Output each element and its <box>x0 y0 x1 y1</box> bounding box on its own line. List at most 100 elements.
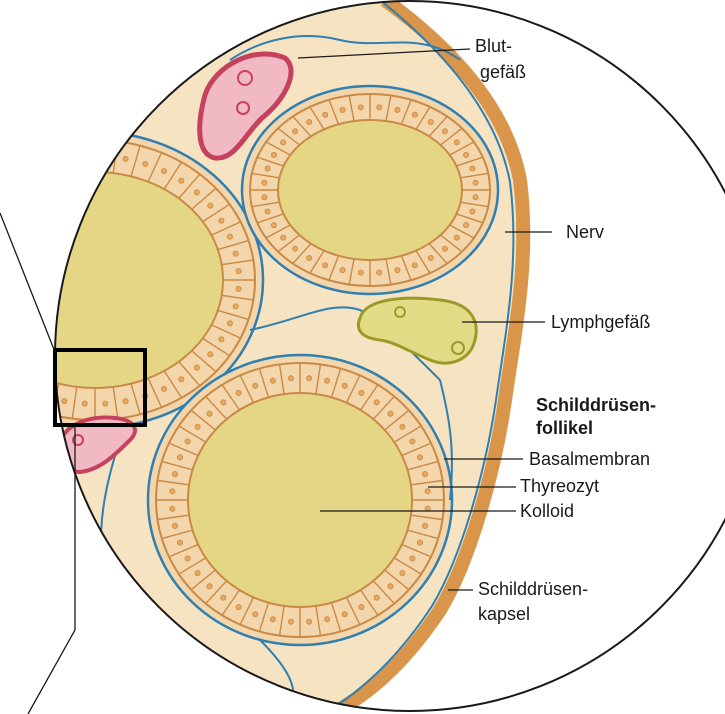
cell-nucleus <box>179 377 184 382</box>
cell-nucleus <box>194 365 199 370</box>
cell-nucleus <box>253 383 258 388</box>
cell-nucleus <box>179 178 184 183</box>
label-capsule-1: Schilddrüsen- <box>478 579 588 599</box>
cell-nucleus <box>342 612 347 617</box>
cell-nucleus <box>463 222 468 227</box>
cell-nucleus <box>185 439 190 444</box>
label-follicle-heading-1: Schilddrüsen- <box>536 395 656 415</box>
cell-nucleus <box>323 112 328 117</box>
cell-nucleus <box>422 471 427 476</box>
zoom-guide-upper <box>0 213 55 352</box>
cell-nucleus <box>470 166 475 171</box>
cell-nucleus <box>82 401 87 406</box>
cell-nucleus <box>221 400 226 405</box>
cell-nucleus <box>412 112 417 117</box>
cell-nucleus <box>170 489 175 494</box>
cell-nucleus <box>262 195 267 200</box>
cell-nucleus <box>281 140 286 145</box>
cell-nucleus <box>195 571 200 576</box>
cell-nucleus <box>123 156 128 161</box>
cell-nucleus <box>428 255 433 260</box>
cell-nucleus <box>288 619 293 624</box>
cell-nucleus <box>195 424 200 429</box>
cell-nucleus <box>227 234 232 239</box>
cell-nucleus <box>340 107 345 112</box>
label-blood-vessel-1: Blut- <box>475 36 512 56</box>
cell-nucleus <box>292 246 297 251</box>
cell-nucleus <box>270 378 275 383</box>
cell-nucleus <box>207 584 212 589</box>
cell-nucleus <box>374 595 379 600</box>
label-capsule-2: kapsel <box>478 604 530 624</box>
cell-nucleus <box>463 152 468 157</box>
cell-nucleus <box>265 209 270 214</box>
cell-nucleus <box>143 161 148 166</box>
cell-nucleus <box>374 400 379 405</box>
cell-nucleus <box>271 152 276 157</box>
cell-nucleus <box>454 235 459 240</box>
cell-nucleus <box>292 129 297 134</box>
cell-nucleus <box>62 156 67 161</box>
cell-nucleus <box>377 105 382 110</box>
cell-nucleus <box>400 424 405 429</box>
cell-nucleus <box>236 269 241 274</box>
cell-nucleus <box>428 119 433 124</box>
label-follicle-heading-2: follikel <box>536 418 593 438</box>
cell-nucleus <box>103 401 108 406</box>
cell-nucleus <box>233 251 238 256</box>
cell-border <box>72 141 77 173</box>
cell-border <box>29 153 42 182</box>
cell-nucleus <box>325 617 330 622</box>
cell-nucleus <box>323 263 328 268</box>
cell-nucleus <box>417 455 422 460</box>
cell-border <box>29 378 42 407</box>
cell-nucleus <box>454 140 459 145</box>
cell-nucleus <box>253 612 258 617</box>
label-blood-vessel-2: gefäß <box>480 62 526 82</box>
cell-nucleus <box>442 246 447 251</box>
cell-border <box>8 162 25 189</box>
cell-border <box>50 146 59 177</box>
cell-border <box>0 362 11 386</box>
cell-nucleus <box>236 286 241 291</box>
cell-nucleus <box>236 604 241 609</box>
cell-nucleus <box>262 180 267 185</box>
label-nerve: Nerv <box>566 222 604 242</box>
label-basement-membrane: Basalmembran <box>529 449 650 469</box>
cell-nucleus <box>236 390 241 395</box>
cell-nucleus <box>194 190 199 195</box>
cell-nucleus <box>410 556 415 561</box>
cell-nucleus <box>473 180 478 185</box>
cell-nucleus <box>208 203 213 208</box>
cell-nucleus <box>281 235 286 240</box>
cell-nucleus <box>219 218 224 223</box>
cell-nucleus <box>358 105 363 110</box>
cell-nucleus <box>395 268 400 273</box>
cell-nucleus <box>307 255 312 260</box>
cell-nucleus <box>161 169 166 174</box>
cell-nucleus <box>400 571 405 576</box>
cell-nucleus <box>233 304 238 309</box>
cell-nucleus <box>288 376 293 381</box>
label-thyrocyte: Thyreozyt <box>520 476 599 496</box>
cell-nucleus <box>417 540 422 545</box>
cell-nucleus <box>62 399 67 404</box>
cell-nucleus <box>172 523 177 528</box>
cell-nucleus <box>307 376 312 381</box>
cell-nucleus <box>425 489 430 494</box>
cell-nucleus <box>388 411 393 416</box>
cell-nucleus <box>177 455 182 460</box>
cell-nucleus <box>473 195 478 200</box>
cell-nucleus <box>410 439 415 444</box>
cell-nucleus <box>23 386 28 391</box>
cell-nucleus <box>221 595 226 600</box>
cell-nucleus <box>307 119 312 124</box>
cell-nucleus <box>412 263 417 268</box>
cell-nucleus <box>442 129 447 134</box>
cell-nucleus <box>470 209 475 214</box>
cell-nucleus <box>340 268 345 273</box>
cell-nucleus <box>270 617 275 622</box>
cell-nucleus <box>422 523 427 528</box>
cell-nucleus <box>395 107 400 112</box>
